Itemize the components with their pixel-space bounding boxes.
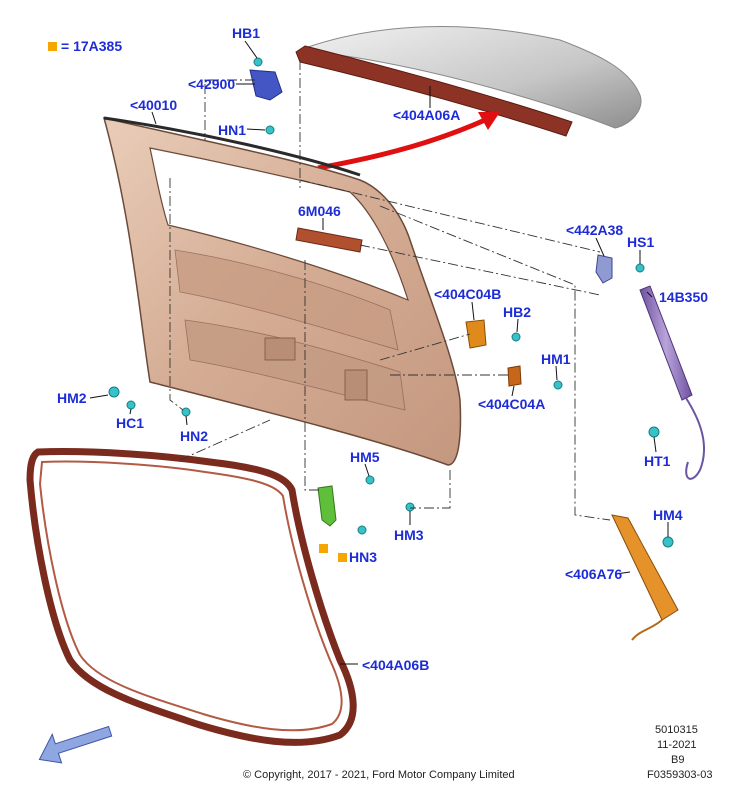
fastener-hb1 xyxy=(253,57,263,67)
leader-lines xyxy=(89,40,669,665)
figure-code: 5010315 xyxy=(655,724,698,736)
red-install-arrow-head xyxy=(478,112,500,130)
label-hn1: HN1 xyxy=(218,122,247,138)
figure-variant: B9 xyxy=(671,754,685,766)
top-rail xyxy=(103,116,361,177)
fastener-hn2 xyxy=(181,407,191,417)
fastener-hm2 xyxy=(108,386,120,398)
fastener-hs1 xyxy=(635,263,645,273)
label-ht1: HT1 xyxy=(644,453,671,469)
legend: = 17A385 xyxy=(48,38,122,54)
fastener-ht1 xyxy=(648,426,660,438)
red-install-arrow-icon xyxy=(317,117,487,171)
figure-date: 11-2021 xyxy=(657,739,697,751)
label-404a06a: <404A06A xyxy=(393,107,461,123)
fastener-hc1 xyxy=(126,400,136,410)
weatherstrip-404a06b xyxy=(26,448,357,746)
label-406a76: <406A76 xyxy=(565,566,623,582)
fasteners xyxy=(108,57,674,548)
label-hs1: HS1 xyxy=(627,234,655,250)
label-42900: <42900 xyxy=(188,76,236,92)
green-bracket xyxy=(317,485,337,527)
window-opening xyxy=(149,147,409,302)
fastener-hb2 xyxy=(511,332,521,342)
bracket-442a38 xyxy=(595,254,613,284)
fastener-hn1 xyxy=(265,125,275,135)
spoiler-seal-strip xyxy=(295,45,573,137)
bracket-404c04a xyxy=(507,365,522,387)
fastener-hm5 xyxy=(365,475,375,485)
label-hb2: HB2 xyxy=(503,304,532,320)
front-direction-arrow-icon xyxy=(38,725,113,764)
spoiler xyxy=(303,26,642,129)
fastener-hn3 xyxy=(357,525,367,535)
label-hc1: HC1 xyxy=(116,415,145,431)
label-hb1: HB1 xyxy=(232,25,261,41)
label-hm1: HM1 xyxy=(541,351,571,367)
label-hm5: HM5 xyxy=(350,449,380,465)
copyright-notice: © Copyright, 2017 - 2021, Ford Motor Com… xyxy=(243,769,515,781)
marker-17a385-b xyxy=(338,553,347,562)
fastener-hm3 xyxy=(405,502,415,512)
label-hn3: HN3 xyxy=(349,549,378,565)
label-6m046: 6M046 xyxy=(298,203,341,219)
fastener-hm4 xyxy=(662,536,674,548)
legend-text: = 17A385 xyxy=(61,38,123,54)
label-442a38: <442A38 xyxy=(566,222,624,238)
label-hm2: HM2 xyxy=(57,390,87,406)
label-hn2: HN2 xyxy=(180,428,209,444)
label-404c04a: <404C04A xyxy=(478,396,546,412)
bracket-404c04b xyxy=(465,319,487,349)
assembly-lines xyxy=(169,60,611,521)
header-trim-6m046 xyxy=(295,227,363,253)
label-404a06b: <404A06B xyxy=(362,657,430,673)
marker-17a385-a xyxy=(319,544,328,553)
label-40010: <40010 xyxy=(130,97,178,113)
fastener-hm1 xyxy=(553,380,563,390)
hinge-42900 xyxy=(249,69,283,101)
figure-id: F0359303-03 xyxy=(647,769,713,781)
strut-14b350 xyxy=(639,285,693,401)
label-hm4: HM4 xyxy=(653,507,683,523)
label-14b350: 14B350 xyxy=(659,289,709,305)
legend-swatch xyxy=(48,41,57,51)
label-404c04b: <404C04B xyxy=(434,286,502,302)
bracket-406a76 xyxy=(611,514,679,621)
label-hm3: HM3 xyxy=(394,527,424,543)
